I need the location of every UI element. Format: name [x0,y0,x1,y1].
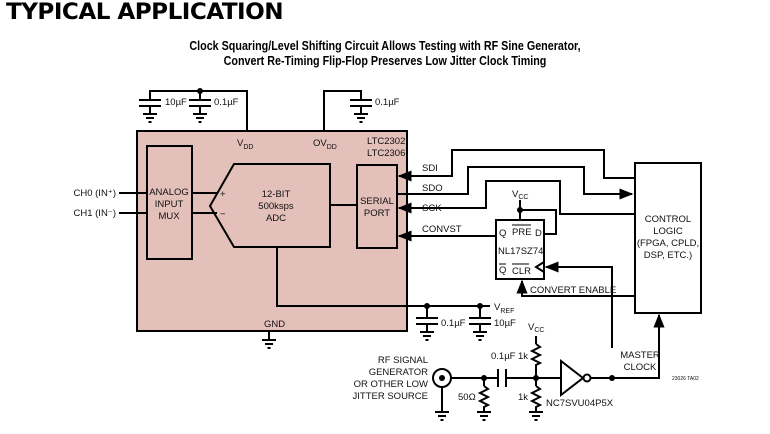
master-clock-label-1: MASTER [620,350,660,361]
ground-symbols [143,113,543,421]
vdd-bulk-cap-label: 10µF [165,97,187,108]
control-logic-label-2: LOGIC [653,226,683,237]
ff-qbar-label: Q [499,265,506,276]
control-logic-label-3: (FPGA, CPLD, [637,238,699,249]
termination-resistor-label: 50Ω [458,392,476,403]
inverter-part-label: NC7SVU04P5X [546,398,614,409]
adc-block [208,163,331,248]
ff-part-label: NL17SZ74 [498,246,543,257]
ff-vcc-label: VCC [512,189,528,201]
sck-label: SCK [422,203,442,214]
convert-enable-label: CONVERT ENABLE [530,285,616,296]
section-title: TYPICAL APPLICATION [6,0,284,25]
ovdd-bypass-cap-label: 0.1µF [375,97,400,108]
bias-resistor-bottom-label: 1k [518,392,528,403]
serial-port-label-2: PORT [364,208,390,219]
rf-source-label-1: RF SIGNAL [378,355,428,366]
analog-input-mux [146,145,193,260]
vdd-pin-label: VDD [237,138,253,151]
inverter-symbol [560,358,585,398]
ch1-input-label: CH1 (IN⁻) [74,208,117,219]
vdd-bypass-cap-label: 0.1µF [214,97,239,108]
coupling-cap-label: 0.1µF [491,351,516,362]
control-logic-label-4: DSP, ETC.) [644,250,692,261]
rf-source-label-3: OR OTHER LOW [354,379,428,390]
adc-label-1: 12-BIT [262,189,291,200]
subtitle-line-1: Clock Squaring/Level Shifting Circuit Al… [189,39,581,53]
mux-label-3: MUX [158,211,180,222]
adc-plus: + [220,189,226,200]
subtitle-line-2: Convert Re-Timing Flip-Flop Preserves Lo… [223,54,547,68]
junction-dots [197,88,615,381]
serial-port-label-1: SERIAL [360,196,394,207]
control-logic-block [634,162,702,314]
adc-minus: − [220,209,226,220]
mux-label-1: ANALOG [149,187,189,198]
sdi-label: SDI [422,163,438,174]
rf-source-label-4: JITTER SOURCE [353,391,428,402]
flip-flop-block [495,219,545,280]
ff-clr-label: CLR [512,266,531,277]
part-number-2: LTC2306 [367,148,405,159]
part-number-1: LTC2302 [367,136,405,147]
sdo-label: SDO [422,183,443,194]
ff-pre-label: PRE [512,227,532,238]
control-logic-label-1: CONTROL [645,214,691,225]
adc-label-3: ADC [266,213,286,224]
serial-port-block [356,164,398,249]
bias-resistor-top-label: 1k [518,351,528,362]
convst-label: CONVST [422,224,462,235]
mux-label-2: INPUT [155,199,184,210]
ff-d-label: D [535,228,542,239]
master-clock-label-2: CLOCK [624,362,657,373]
vref-bypass-cap-label: 0.1µF [441,318,466,329]
vref-bulk-cap-label: 10µF [494,318,516,329]
adc-label-2: 500ksps [258,201,294,212]
rf-source-label-2: GENERATOR [369,367,428,378]
vref-label: VREF [494,302,514,315]
ff-q-label: Q [499,228,506,239]
ch0-input-label: CH0 (IN⁺) [74,188,117,199]
gnd-pin-label: GND [264,319,285,330]
figure-id: 23026 TA02 [672,376,699,382]
bias-vcc-label: VCC [528,322,544,334]
ovdd-pin-label: OVDD [313,138,337,151]
